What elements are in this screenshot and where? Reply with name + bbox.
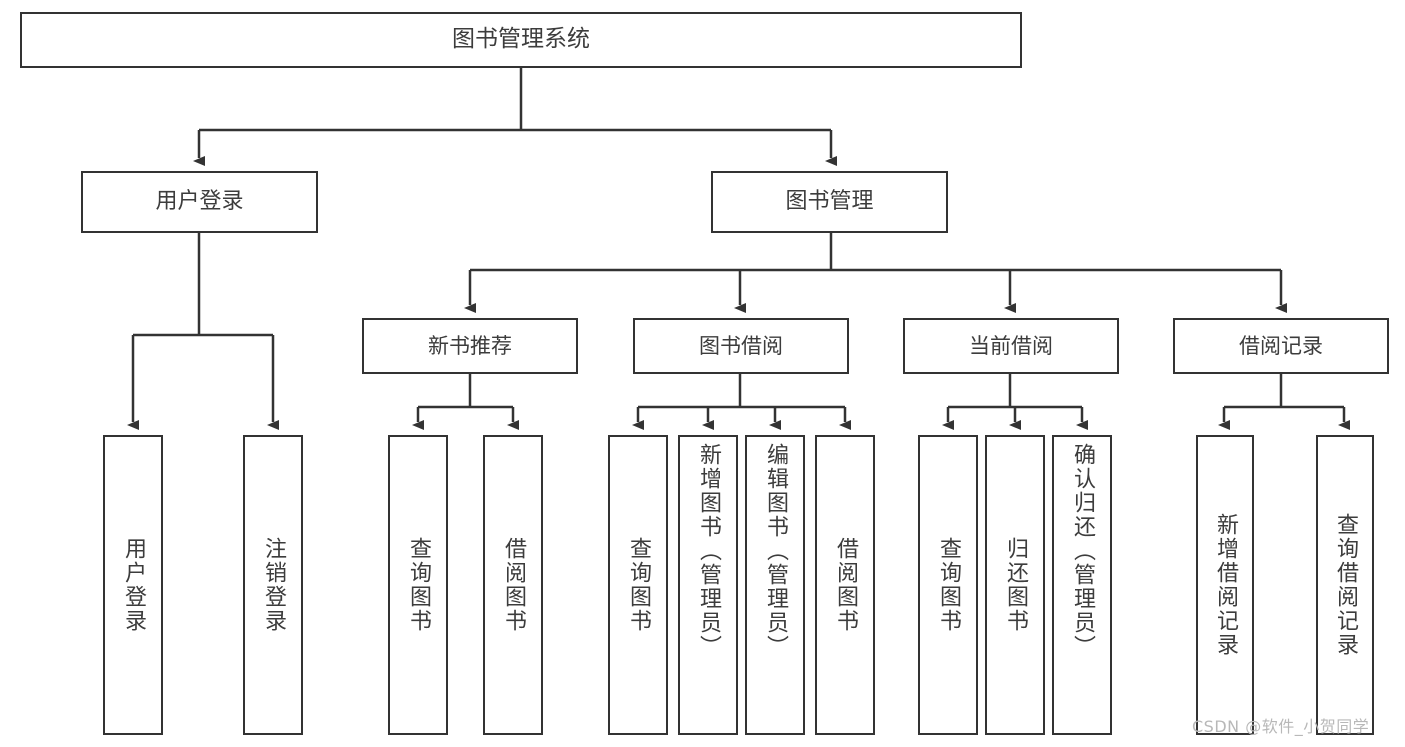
node-root[interactable]: 图书管理系统 (20, 12, 1022, 68)
leaf-borrow-book-recommend-label: 借阅图书 (500, 537, 526, 633)
leaf-return-book[interactable]: 归还图书 (985, 435, 1045, 735)
leaf-borrow-book[interactable]: 借阅图书 (815, 435, 875, 735)
node-new-book-recommend-label: 新书推荐 (428, 333, 512, 358)
leaf-add-borrow-record[interactable]: 新增借阅记录 (1196, 435, 1254, 735)
node-book-management-label: 图书管理 (785, 189, 874, 215)
leaf-query-book-borrow-label: 查询图书 (625, 537, 651, 633)
leaf-logout-label: 注销登录 (260, 537, 286, 633)
leaf-edit-book-admin[interactable]: 编辑图书（管理员） (745, 435, 805, 735)
leaf-query-borrow-record-label: 查询借阅记录 (1332, 513, 1358, 657)
node-book-management[interactable]: 图书管理 (711, 171, 948, 233)
leaf-user-login-label: 用户登录 (120, 537, 146, 633)
node-borrow-record[interactable]: 借阅记录 (1173, 318, 1389, 374)
leaf-confirm-return-admin-label: 确认归还（管理员） (1069, 443, 1095, 659)
csdn-watermark: CSDN @软件_小贺同学 (1192, 717, 1370, 736)
node-current-borrow-label: 当前借阅 (969, 333, 1053, 358)
leaf-user-login[interactable]: 用户登录 (103, 435, 163, 735)
node-user-login[interactable]: 用户登录 (81, 171, 318, 233)
node-book-borrow[interactable]: 图书借阅 (633, 318, 849, 374)
leaf-confirm-return-admin[interactable]: 确认归还（管理员） (1052, 435, 1112, 735)
leaf-add-book-admin-label: 新增图书（管理员） (695, 443, 721, 659)
leaf-query-book-borrow[interactable]: 查询图书 (608, 435, 668, 735)
leaf-query-book-current-label: 查询图书 (935, 537, 961, 633)
node-user-login-label: 用户登录 (155, 189, 244, 215)
leaf-add-book-admin[interactable]: 新增图书（管理员） (678, 435, 738, 735)
leaf-query-borrow-record[interactable]: 查询借阅记录 (1316, 435, 1374, 735)
leaf-borrow-book-label: 借阅图书 (832, 537, 858, 633)
leaf-query-book-recommend[interactable]: 查询图书 (388, 435, 448, 735)
node-new-book-recommend[interactable]: 新书推荐 (362, 318, 578, 374)
leaf-borrow-book-recommend[interactable]: 借阅图书 (483, 435, 543, 735)
node-book-borrow-label: 图书借阅 (699, 333, 783, 358)
leaf-return-book-label: 归还图书 (1002, 537, 1028, 633)
leaf-edit-book-admin-label: 编辑图书（管理员） (762, 443, 788, 659)
leaf-query-book-current[interactable]: 查询图书 (918, 435, 978, 735)
leaf-query-book-recommend-label: 查询图书 (405, 537, 431, 633)
node-borrow-record-label: 借阅记录 (1239, 333, 1323, 358)
node-root-label: 图书管理系统 (452, 26, 590, 53)
node-current-borrow[interactable]: 当前借阅 (903, 318, 1119, 374)
leaf-logout[interactable]: 注销登录 (243, 435, 303, 735)
leaf-add-borrow-record-label: 新增借阅记录 (1212, 513, 1238, 657)
